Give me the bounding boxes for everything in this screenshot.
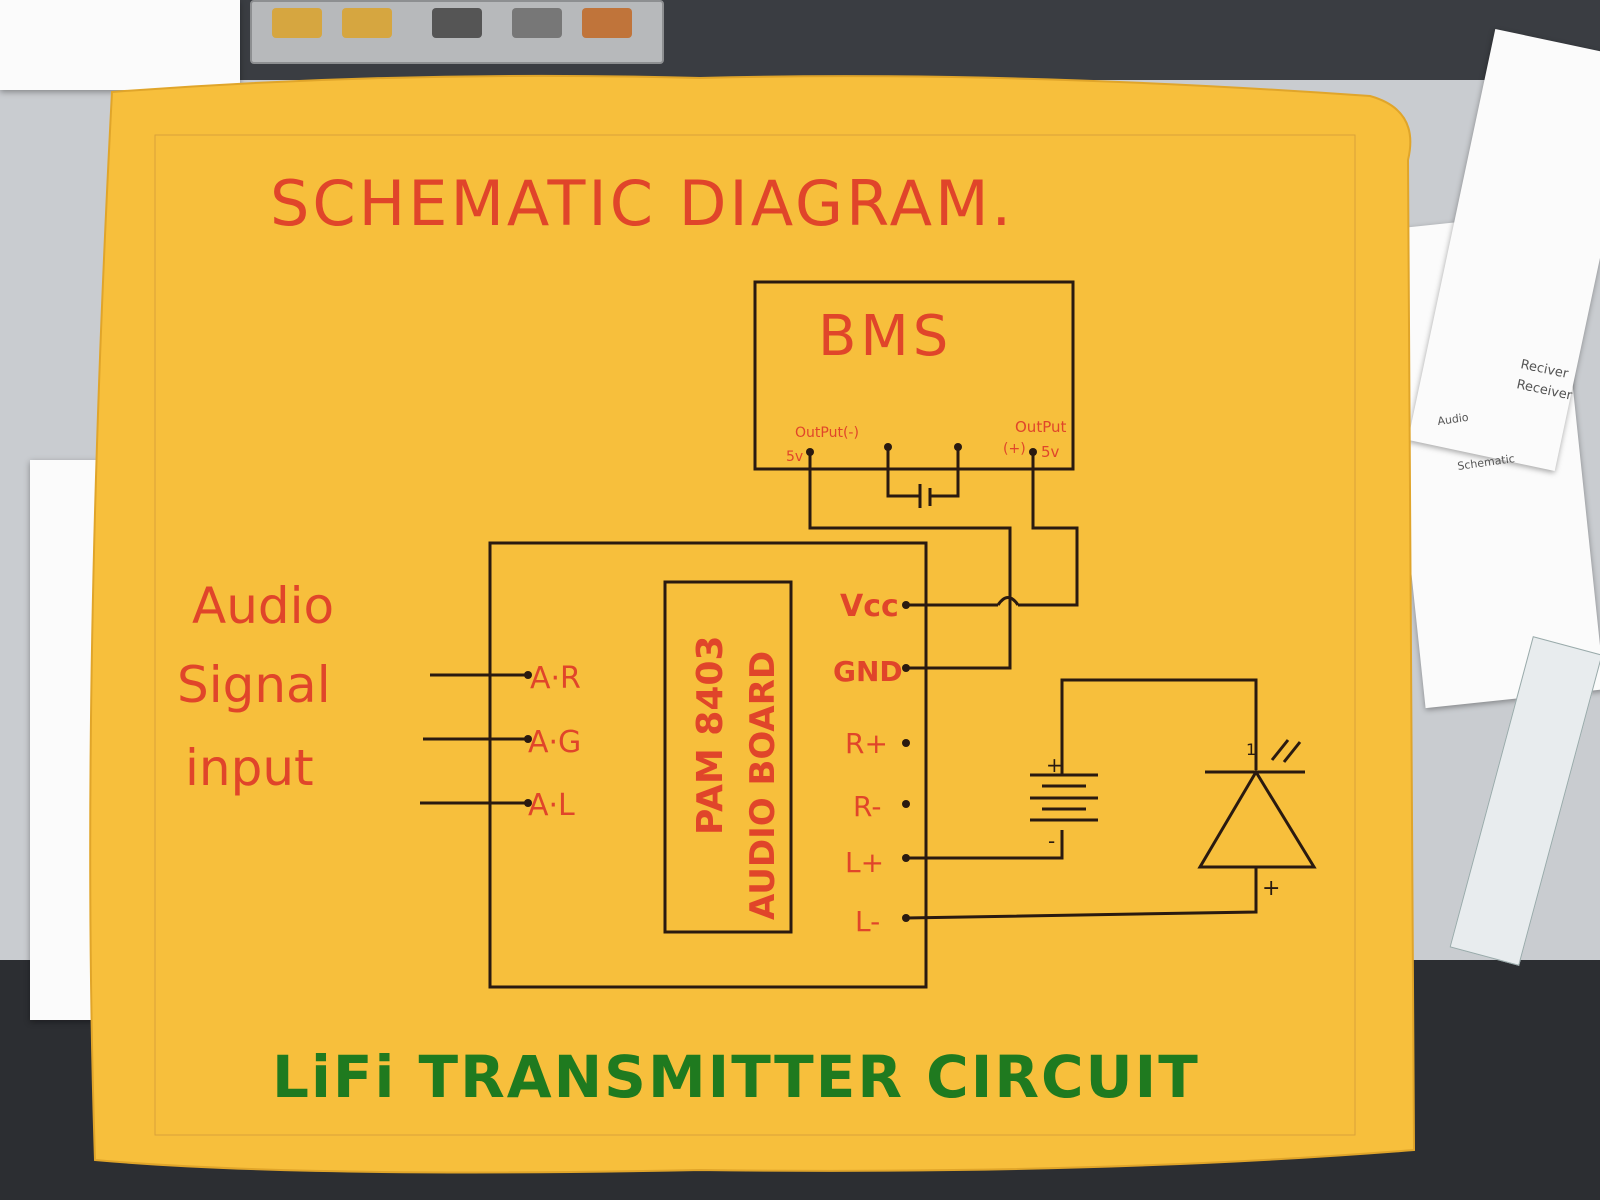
led-plus: + bbox=[1262, 876, 1280, 901]
pin-label-rminus: R- bbox=[853, 790, 881, 823]
chip-line2: AUDIO BOARD bbox=[743, 651, 783, 920]
bms-out-pos-sign: (+) bbox=[1003, 441, 1026, 457]
pin-label-gnd: GND bbox=[833, 655, 903, 688]
bms-out-pos-volt: 5v bbox=[1041, 443, 1060, 461]
bms-out-neg-volt: 5v bbox=[786, 449, 803, 465]
pin-label-ag: A·G bbox=[528, 725, 581, 760]
audio-label-line3: input bbox=[185, 739, 314, 797]
diagram-title: SCHEMATIC DIAGRAM. bbox=[270, 167, 1014, 240]
bms-label: BMS bbox=[818, 304, 952, 369]
pin-label-lplus: L+ bbox=[845, 846, 884, 879]
pin-label-rplus: R+ bbox=[845, 727, 888, 760]
audio-label-line1: Audio bbox=[192, 577, 334, 635]
side-note-4: Audio bbox=[1437, 411, 1470, 428]
battery-minus: - bbox=[1048, 829, 1055, 853]
pin-label-lminus: L- bbox=[855, 905, 880, 938]
board-outline bbox=[488, 541, 928, 989]
footer-title: LiFi TRANSMITTER CIRCUIT bbox=[272, 1043, 1200, 1111]
bms-box bbox=[753, 280, 1075, 471]
poster-border bbox=[154, 134, 1356, 1136]
white-board-top-left bbox=[0, 0, 240, 90]
led-tick: 1 bbox=[1246, 740, 1256, 759]
pin-label-al: A·L bbox=[528, 788, 575, 823]
chip-line1: PAM 8403 bbox=[690, 636, 731, 836]
pin-label-vcc: Vcc bbox=[840, 589, 899, 624]
pin-dots bbox=[524, 443, 1037, 922]
battery-plus: + bbox=[1046, 753, 1063, 777]
chip-outline bbox=[663, 580, 793, 934]
circuit-wiring bbox=[420, 280, 1317, 989]
bms-out-neg-label: OutPut(-) bbox=[795, 425, 859, 441]
bms-out-pos-label: OutPut bbox=[1015, 418, 1066, 436]
audio-label-line2: Signal bbox=[177, 656, 331, 714]
poster-paper bbox=[89, 74, 1416, 1174]
component-tray bbox=[250, 0, 664, 64]
pin-label-ar: A·R bbox=[530, 661, 581, 696]
side-note-3: Schematic bbox=[1457, 452, 1516, 473]
